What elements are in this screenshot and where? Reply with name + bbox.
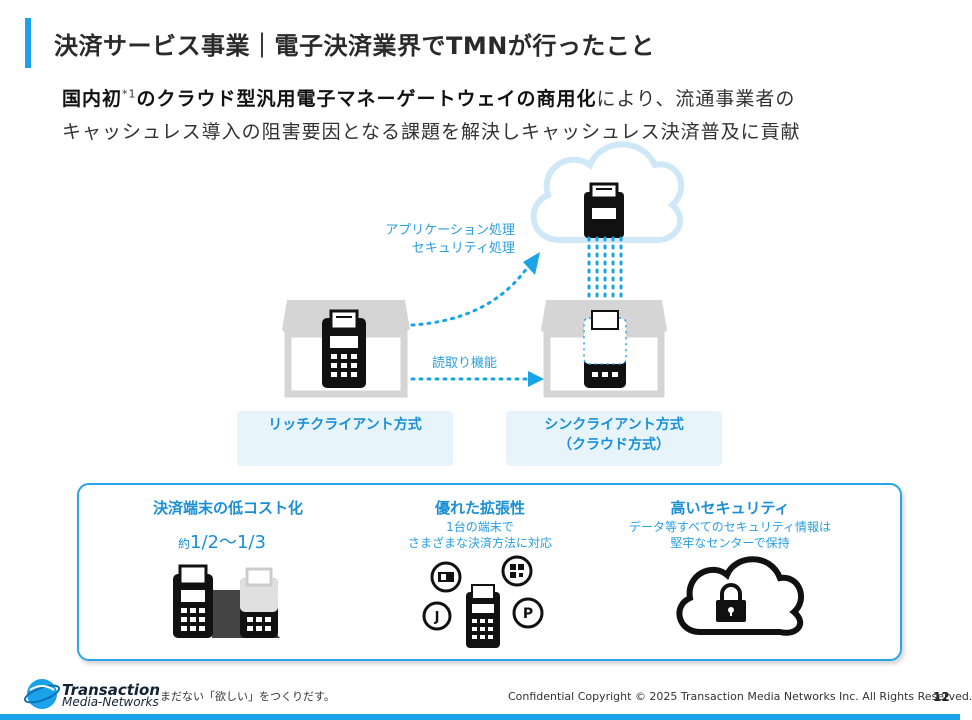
rich-client-terminal-icon xyxy=(322,309,366,388)
cloud-note-line-2: セキュリティ処理 xyxy=(411,241,515,256)
read-function-note: 読取り機能 xyxy=(432,356,498,371)
features-panel xyxy=(77,483,902,661)
ext-note-line-1: 1台の端末で xyxy=(446,520,514,534)
cloud-lock-icon xyxy=(676,556,805,636)
qr-payment-icon xyxy=(501,555,533,587)
point-payment-icon: P xyxy=(512,597,544,629)
page-number: 12 xyxy=(933,690,950,704)
cloud-arrow xyxy=(410,252,540,327)
multi-payment-terminal-icon xyxy=(466,584,500,648)
rich-client-label: リッチクライアント方式 xyxy=(237,411,453,466)
title-accent-bar xyxy=(25,18,31,68)
card-payment-icon xyxy=(430,561,462,593)
feature-title-cost: 決済端末の低コスト化 xyxy=(152,499,303,517)
sec-note-line-1: データ等すべてのセキュリティ情報は xyxy=(629,520,831,534)
feature-title-extensibility: 優れた拡張性 xyxy=(434,499,525,517)
cloud-processing-note: アプリケーション処理 セキュリティ処理 xyxy=(355,222,515,258)
read-arrow xyxy=(410,371,544,387)
ext-note-line-2: さまざまな決済方法に対応 xyxy=(407,536,552,550)
feature-note-security: データ等すべてのセキュリティ情報は 堅牢なセンターで保持 xyxy=(612,519,848,551)
company-logo-icon xyxy=(23,679,61,709)
page-title: 決済サービス事業｜電子決済業界でTMNが行ったこと xyxy=(54,32,655,60)
lead-footnote-mark: *1 xyxy=(122,87,137,101)
footer-copyright: Confidential Copyright © 2025 Transactio… xyxy=(508,690,972,703)
svg-text:J: J xyxy=(434,610,440,625)
cloud-terminal-icon xyxy=(584,182,624,238)
thin-client-terminal-icon xyxy=(583,310,627,388)
thin-client-label: シンクライアント方式 （クラウド方式） xyxy=(506,411,722,466)
lead-rest: により、流通事業者の xyxy=(596,88,796,110)
low-cost-terminals-icon xyxy=(173,564,280,638)
lead-bold-b: のクラウド型汎用電子マネーゲートウェイの商用化 xyxy=(136,88,597,110)
footer-accent-line xyxy=(0,714,960,720)
logo-text-line-1: Transaction xyxy=(62,681,161,699)
svg-text:P: P xyxy=(523,606,533,622)
lead-line-1: 国内初*1のクラウド型汎用電子マネーゲートウェイの商用化により、流通事業者の xyxy=(62,84,795,111)
lead-line-2: キャッシュレス導入の阻害要因となる課題を解決しキャッシュレス決済普及に貢献 xyxy=(62,121,801,143)
ic-payment-icon: J xyxy=(422,601,452,631)
cost-note-prefix: 約 xyxy=(178,537,191,551)
lead-bold-a: 国内初 xyxy=(62,88,123,110)
cost-note-value: 1/2～1/3 xyxy=(190,532,266,553)
feature-title-security: 高いセキュリティ xyxy=(670,499,790,517)
logo-text-line-2: Media-Networks xyxy=(62,695,159,709)
footer-tagline: まだない「欲しい」をつくりだす。 xyxy=(160,690,335,703)
thin-label-line-1: シンクライアント方式 xyxy=(544,417,684,433)
feature-note-cost: 約1/2～1/3 xyxy=(178,528,266,554)
sec-note-line-2: 堅牢なセンターで保持 xyxy=(670,536,790,550)
feature-note-extensibility: 1台の端末で さまざまな決済方法に対応 xyxy=(362,519,598,551)
cloud-note-line-1: アプリケーション処理 xyxy=(385,223,515,238)
thin-label-line-2: （クラウド方式） xyxy=(558,437,670,453)
